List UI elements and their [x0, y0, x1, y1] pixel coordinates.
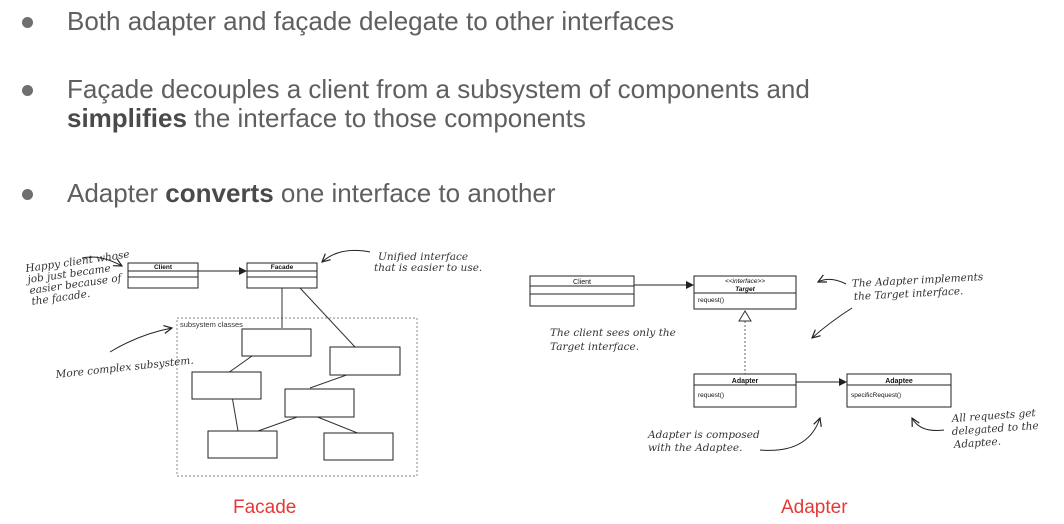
adaptee-class-box: Adaptee specificRequest(): [846, 373, 952, 408]
target-label: Target: [735, 286, 755, 293]
note-arrow: [759, 418, 820, 451]
bullet-text-pre: Adapter: [67, 178, 166, 208]
note-line: All requests get: [950, 407, 1036, 425]
subsystem-container: [176, 317, 418, 477]
adaptee-class-label: Adaptee: [885, 378, 913, 385]
note-line: the Target interface.: [854, 285, 964, 303]
adapter-client-box: Client: [529, 275, 635, 307]
bullet-text: Adapter converts one interface to anothe…: [67, 178, 556, 209]
adaptee-method: specificRequest(): [851, 392, 901, 399]
note-arrow: [818, 279, 847, 285]
note-arrow: [109, 328, 172, 353]
bullet-text-line2: simplifies the interface to those compon…: [67, 103, 586, 134]
note-client-sees: The client sees only the Target interfac…: [550, 327, 676, 353]
note-arrow: [912, 418, 945, 431]
facade-box-label: Facade: [271, 264, 294, 271]
caption-facade: Facade: [233, 497, 297, 518]
facade-diagram: Client Facade subsystem classes Happy cl…: [24, 248, 482, 477]
bold-converts: converts: [165, 178, 274, 208]
caption-adapter: Adapter: [781, 497, 848, 518]
note-happy-client: Happy client whose job just became easie…: [24, 248, 131, 307]
adapter-class-box: Adapter request(): [693, 373, 797, 408]
facade-box: Facade: [246, 262, 318, 289]
bullet-dot: [22, 17, 33, 28]
note-line: Adaptee.: [952, 436, 1001, 451]
bullet-text-line1: Façade decouples a client from a subsyst…: [67, 74, 810, 104]
note-arrow: [322, 249, 371, 262]
facade-client-box: Client: [127, 262, 199, 289]
note-line: The client sees only the: [550, 327, 676, 339]
note-line: that is easier to use.: [374, 262, 482, 274]
subsystem-classes: [191, 328, 401, 461]
adapter-diagram: Client <<interface>> Target request() Ad…: [529, 271, 1039, 454]
adapter-method: request(): [698, 392, 724, 399]
adapter-client-label: Client: [573, 279, 591, 286]
note-line: Target interface.: [550, 341, 639, 353]
note-unified-interface: Unified interface that is easier to use.: [374, 251, 482, 274]
bullet-dot: [22, 189, 33, 200]
note-adapter-composed: Adapter is composed with the Adaptee.: [647, 429, 760, 454]
target-stereotype: <<interface>>: [725, 278, 765, 285]
subsystem-class-box: [329, 346, 401, 376]
note-arrow: [812, 307, 853, 338]
note-line: Unified interface: [378, 251, 468, 263]
note-arrow: [81, 256, 122, 266]
subsystem-class-box: [323, 432, 394, 461]
target-interface-box: <<interface>> Target request(): [693, 275, 797, 310]
adapter-class-label: Adapter: [732, 378, 759, 385]
bullet-text-rest: the interface to those components: [186, 103, 586, 133]
note-line: with the Adaptee.: [648, 442, 742, 454]
note-delegated: All requests get delegated to the Adapte…: [950, 407, 1039, 451]
facade-client-label: Client: [154, 264, 173, 271]
target-method: request(): [698, 297, 724, 304]
subsystem-class-box: [191, 371, 262, 400]
bullet-text: Both adapter and façade delegate to othe…: [67, 6, 675, 36]
subsystem-class-box: [207, 430, 278, 459]
note-line: Adapter is composed: [647, 429, 760, 441]
note-complex-subsystem: More complex subsystem.: [54, 355, 194, 382]
realization-triangle: [738, 310, 752, 322]
subsystem-class-box: [284, 388, 355, 418]
subsystem-class-box: [241, 328, 312, 357]
subsystem-label: subsystem classes: [180, 320, 243, 329]
bullet-text-post: one interface to another: [273, 178, 556, 208]
bullet-dot: [22, 85, 33, 96]
note-adapter-implements: The Adapter implements the Target interf…: [852, 271, 985, 303]
bold-simplifies: simplifies: [67, 103, 187, 133]
